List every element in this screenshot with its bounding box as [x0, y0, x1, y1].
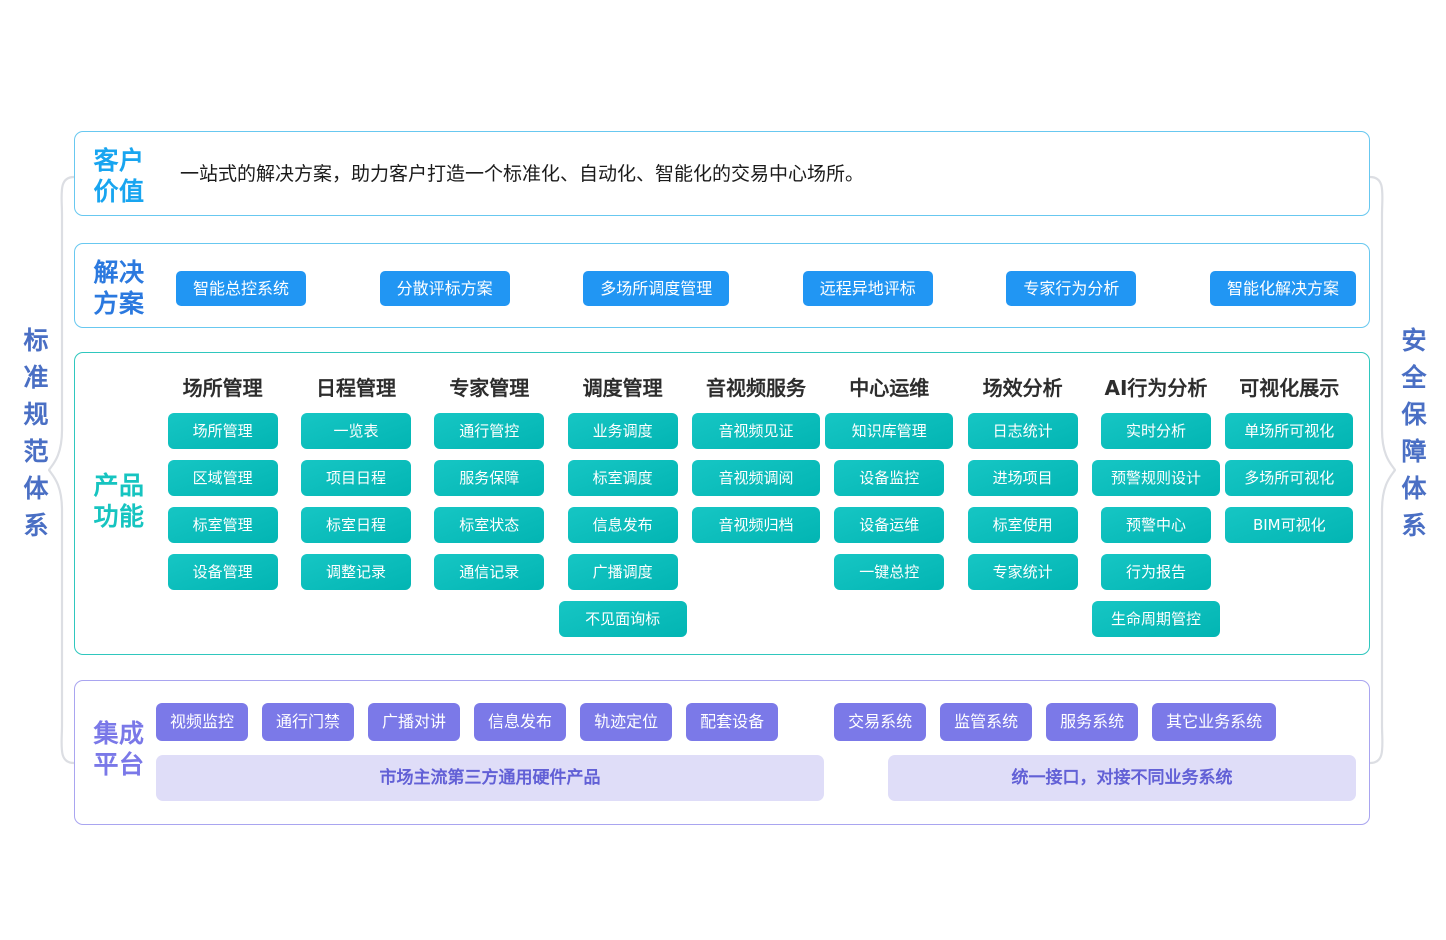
product-chip-6-0[interactable]: 日志统计	[967, 413, 1078, 449]
product-column-header-8: 可视化展示	[1239, 376, 1340, 400]
integration-hardware-button-0[interactable]: 视频监控	[156, 703, 249, 741]
product-column-header-1: 日程管理	[315, 376, 396, 400]
product-chip-6-1[interactable]: 进场项目	[967, 460, 1078, 496]
hardware-bar-label: 市场主流第三方通用硬件产品	[156, 755, 824, 801]
integration-platform-title: 集成平台	[93, 719, 145, 779]
integration-hardware-button-5[interactable]: 配套设备	[686, 703, 779, 741]
customer-value-panel	[74, 131, 1370, 216]
customer-value-text: 一站式的解决方案，助力客户打造一个标准化、自动化、智能化的交易中心场所。	[180, 163, 865, 185]
product-chip-7-2[interactable]: 预警中心	[1100, 507, 1211, 543]
product-chip-8-0[interactable]: 单场所可视化	[1225, 413, 1354, 449]
product-chip-2-0[interactable]: 通行管控	[434, 413, 545, 449]
product-chip-3-0[interactable]: 业务调度	[567, 413, 678, 449]
integration-system-group: 交易系统监管系统服务系统其它业务系统	[834, 703, 1277, 741]
product-chip-0-0[interactable]: 场所管理	[167, 413, 278, 449]
integration-hardware-button-1[interactable]: 通行门禁	[262, 703, 355, 741]
product-column-header-2: 专家管理	[449, 376, 530, 400]
integration-platform-panel	[74, 680, 1370, 825]
product-chip-7-1[interactable]: 预警规则设计	[1091, 460, 1220, 496]
product-column-5: 中心运维知识库管理设备监控设备运维一键总控	[823, 372, 956, 601]
product-functions-grid: 场所管理场所管理区域管理标室管理设备管理日程管理一览表项目日程标室日程调整记录专…	[156, 372, 1356, 647]
integration-system-button-2[interactable]: 服务系统	[1046, 703, 1139, 741]
product-chip-2-3[interactable]: 通信记录	[434, 554, 545, 590]
product-column-header-6: 场效分析	[982, 376, 1063, 400]
product-chip-4-2[interactable]: 音视频归档	[691, 507, 820, 543]
solution-title: 解决方案	[93, 258, 145, 318]
left-brace-decoration	[48, 175, 75, 765]
right-brace-decoration	[1369, 175, 1396, 765]
product-chip-5-2[interactable]: 设备运维	[834, 507, 945, 543]
solution-button-3[interactable]: 远程异地评标	[802, 270, 933, 306]
product-chip-1-3[interactable]: 调整记录	[300, 554, 411, 590]
product-chip-0-2[interactable]: 标室管理	[167, 507, 278, 543]
product-chip-3-4[interactable]: 不见面询标	[558, 601, 687, 637]
solution-button-2[interactable]: 多场所调度管理	[583, 270, 730, 306]
product-column-1: 日程管理一览表项目日程标室日程调整记录	[289, 372, 422, 601]
product-chip-2-2[interactable]: 标室状态	[434, 507, 545, 543]
integration-hardware-button-2[interactable]: 广播对讲	[368, 703, 461, 741]
product-column-header-3: 调度管理	[582, 376, 663, 400]
left-side-label: 标准规范体系	[23, 326, 49, 540]
product-functions-title: 产品功能	[93, 471, 145, 531]
product-chip-3-2[interactable]: 信息发布	[567, 507, 678, 543]
solution-button-1[interactable]: 分散评标方案	[379, 270, 510, 306]
product-chip-4-1[interactable]: 音视频调阅	[691, 460, 820, 496]
product-chip-0-1[interactable]: 区域管理	[167, 460, 278, 496]
product-chip-3-3[interactable]: 广播调度	[567, 554, 678, 590]
product-chip-1-1[interactable]: 项目日程	[300, 460, 411, 496]
product-column-7: AI行为分析实时分析预警规则设计预警中心行为报告生命周期管控	[1089, 372, 1222, 648]
product-column-6: 场效分析日志统计进场项目标室使用专家统计	[956, 372, 1089, 601]
product-column-header-4: 音视频服务	[705, 376, 806, 400]
system-bar-label: 统一接口，对接不同业务系统	[888, 755, 1356, 801]
right-side-label: 安全保障体系	[1401, 326, 1427, 540]
product-chip-5-1[interactable]: 设备监控	[834, 460, 945, 496]
integration-hardware-button-3[interactable]: 信息发布	[474, 703, 567, 741]
product-chip-8-2[interactable]: BIM可视化	[1225, 507, 1354, 543]
solution-button-row: 智能总控系统 分散评标方案 多场所调度管理 远程异地评标 专家行为分析 智能化解决方案	[176, 270, 1356, 306]
product-column-4: 音视频服务音视频见证音视频调阅音视频归档	[689, 372, 822, 554]
solution-button-0[interactable]: 智能总控系统	[176, 270, 307, 306]
product-chip-7-4[interactable]: 生命周期管控	[1091, 601, 1220, 637]
product-chip-6-3[interactable]: 专家统计	[967, 554, 1078, 590]
product-column-3: 调度管理业务调度标室调度信息发布广播调度不见面询标	[556, 372, 689, 648]
product-chip-8-1[interactable]: 多场所可视化	[1225, 460, 1354, 496]
product-chip-5-0[interactable]: 知识库管理	[825, 413, 954, 449]
product-column-2: 专家管理通行管控服务保障标室状态通信记录	[423, 372, 556, 601]
product-column-0: 场所管理场所管理区域管理标室管理设备管理	[156, 372, 289, 601]
integration-system-button-1[interactable]: 监管系统	[940, 703, 1033, 741]
product-column-8: 可视化展示单场所可视化多场所可视化 BIM可视化	[1223, 372, 1356, 554]
product-column-header-5: 中心运维	[849, 376, 930, 400]
integration-bars-row: 市场主流第三方通用硬件产品 统一接口，对接不同业务系统	[156, 755, 1356, 801]
product-column-header-0: 场所管理	[182, 376, 263, 400]
solution-button-4[interactable]: 专家行为分析	[1006, 270, 1137, 306]
product-chip-1-0[interactable]: 一览表	[300, 413, 411, 449]
integration-system-button-0[interactable]: 交易系统	[834, 703, 927, 741]
integration-button-row: 视频监控通行门禁广播对讲信息发布轨迹定位配套设备 交易系统监管系统服务系统其它业…	[156, 703, 1356, 741]
product-chip-0-3[interactable]: 设备管理	[167, 554, 278, 590]
integration-hardware-button-4[interactable]: 轨迹定位	[580, 703, 673, 741]
solution-button-5[interactable]: 智能化解决方案	[1209, 270, 1356, 306]
product-chip-5-3[interactable]: 一键总控	[834, 554, 945, 590]
integration-hardware-group: 视频监控通行门禁广播对讲信息发布轨迹定位配套设备	[156, 703, 779, 741]
product-chip-2-1[interactable]: 服务保障	[434, 460, 545, 496]
product-chip-7-0[interactable]: 实时分析	[1100, 413, 1211, 449]
product-chip-4-0[interactable]: 音视频见证	[691, 413, 820, 449]
product-chip-7-3[interactable]: 行为报告	[1100, 554, 1211, 590]
customer-value-title: 客户价值	[93, 146, 145, 206]
integration-system-button-3[interactable]: 其它业务系统	[1152, 703, 1277, 741]
product-chip-6-2[interactable]: 标室使用	[967, 507, 1078, 543]
product-chip-1-2[interactable]: 标室日程	[300, 507, 411, 543]
product-chip-3-1[interactable]: 标室调度	[567, 460, 678, 496]
product-column-header-7: AI行为分析	[1104, 376, 1208, 400]
